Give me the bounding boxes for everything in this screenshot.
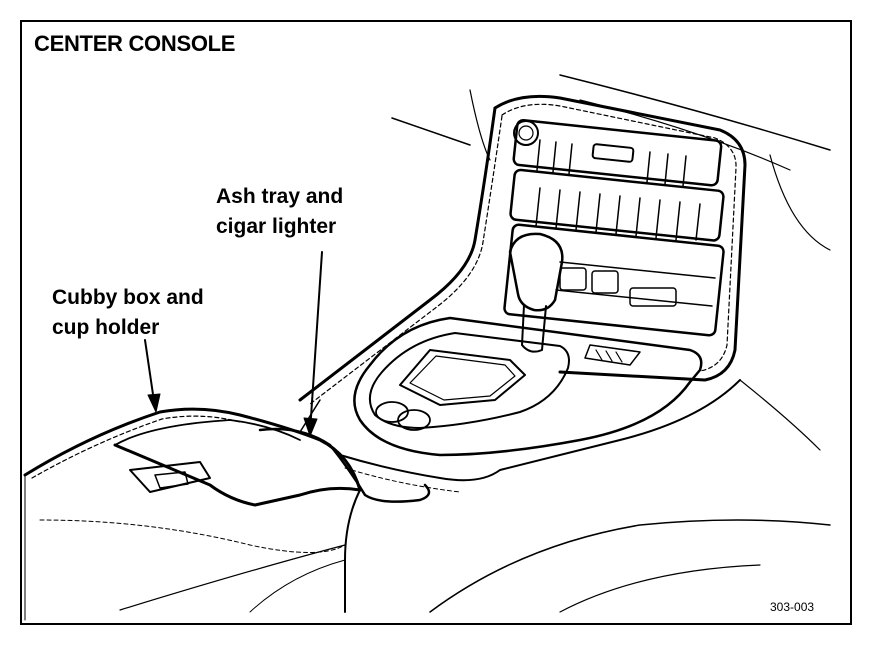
diagram-frame — [20, 20, 852, 625]
figure-code: 303-003 — [770, 600, 815, 614]
diagram-title: CENTER CONSOLE — [34, 31, 236, 56]
cubby-box-label: Cubby box and cup holder — [52, 286, 204, 339]
ash-tray-label: Ash tray and cigar lighter — [216, 185, 344, 238]
